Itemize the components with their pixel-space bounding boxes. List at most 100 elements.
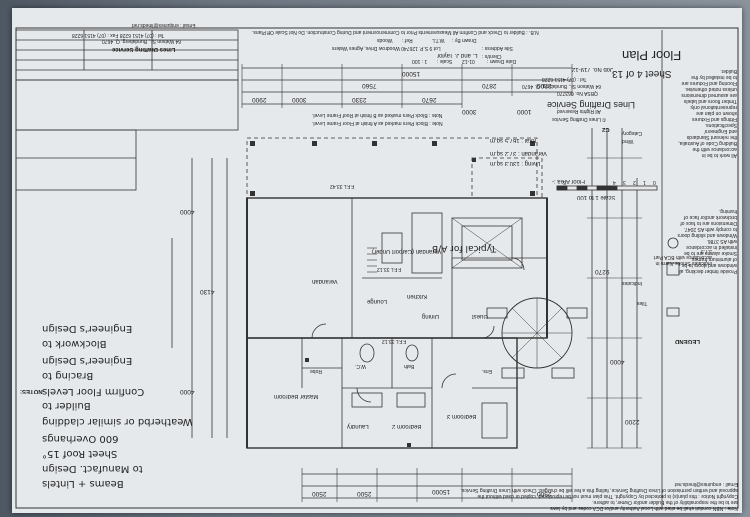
drawing-sheet: Note : NBN conduit shall be sited with L… xyxy=(12,8,742,513)
note-bracing: Bracing to xyxy=(42,370,94,381)
room-laundry: Laundry xyxy=(347,423,369,429)
room-verandah: Verandah xyxy=(312,278,338,284)
note-beams: Beams + Lintels xyxy=(42,478,124,489)
dim-top-c: 2500 xyxy=(537,490,552,497)
dim-misc: 1000 xyxy=(517,108,532,115)
dim-bottom-c: 2200 xyxy=(537,82,552,89)
note-typical: Typical for A/B xyxy=(432,243,497,253)
ref-label: Ref : xyxy=(402,37,413,43)
legend-heading: LEGEND xyxy=(675,338,701,344)
room-dining: Dining xyxy=(422,313,440,319)
drawn-label: Drawn By : xyxy=(452,37,477,43)
room-lounge: Lounge xyxy=(367,298,388,304)
strip-line: are to be the responsibility of the Buil… xyxy=(592,499,738,505)
dim-misc: 3000 xyxy=(462,108,477,115)
dim-left-c: 4000 xyxy=(180,388,195,395)
note-blockwork: Blockwork to xyxy=(42,338,107,349)
note-eng2: Engineer's Design xyxy=(42,323,133,334)
note-item: Timber floors and labels are assumed dim… xyxy=(681,86,737,104)
dim-misc: 2330 xyxy=(352,96,367,103)
wind-category: C2 xyxy=(602,126,610,132)
wind-label: Wind xyxy=(622,138,634,144)
floor-area-label: Floor Area :- xyxy=(552,178,586,184)
copyright: © Lines Drafting Service xyxy=(552,116,606,122)
dim-misc: 3000 xyxy=(292,96,307,103)
legend-tiles: Tiles xyxy=(637,300,648,306)
level-ffl-2: F.F.L 33.12 xyxy=(377,266,402,272)
note-item: All work to be in accordance with the Bu… xyxy=(678,122,737,158)
company-address: 64 Watson St., Bundaberg, Q. 4670 xyxy=(522,83,602,89)
legend-smoke-alarm: Indicates Smoke Alarm in accordance with… xyxy=(653,248,712,266)
area-verandah: Verandah : 37.2 sq.m xyxy=(490,150,548,156)
dim-top-a: 2500 xyxy=(312,490,327,497)
qbsa-number: QBSA No. 063770 xyxy=(557,90,598,96)
legend-indicates: Indicates xyxy=(622,280,643,286)
note-item: Fittings and Fixtures shown on plan are … xyxy=(689,104,737,122)
note-confirm: Confirm Floor Levels xyxy=(42,386,145,397)
note-builder: Builder to xyxy=(42,400,91,411)
drawn-by: W.T.L xyxy=(432,37,445,43)
note-item: Dimensions are to face of brickwork and/… xyxy=(680,208,737,226)
builder-note: N.B. : Builder to Check and Confirm All … xyxy=(252,29,539,35)
floor-plan-drawing xyxy=(15,27,739,509)
area-total: Total : 167.5 sq.m xyxy=(490,137,538,143)
email-footer: Email : enquiries@lineds.net xyxy=(132,22,196,28)
strip-line: approval and written permission of Lines… xyxy=(460,487,738,493)
scale-tick: 4 xyxy=(613,179,616,185)
dim-top-b: 2500 xyxy=(357,490,372,497)
scale-field: 1 : 100 xyxy=(412,58,428,64)
date-label: Date Drawn : xyxy=(487,58,517,64)
dim-bottom-total: 15000 xyxy=(402,70,421,77)
room-bath: Bath xyxy=(404,363,415,369)
dim-misc: 2670 xyxy=(422,96,437,103)
note-weather: Weatherbd or similar cladding xyxy=(42,416,193,427)
job-number: Job No. 719-12 xyxy=(572,66,614,72)
note-overhangs: 600 Overhangs xyxy=(42,433,119,444)
strip-line: Copyright Notice : this plan(s) is prote… xyxy=(477,493,738,499)
dim-right-a: 9270 xyxy=(595,268,610,275)
note-manufact: to Manufact. Design xyxy=(42,463,143,474)
scale-tick: 2 xyxy=(633,179,636,185)
dim-misc: 2900 xyxy=(252,96,267,103)
dim-left-a: 4000 xyxy=(180,208,195,215)
tel-footer: Tel : (07) 4151 6228 Fax : (07) 4151 622… xyxy=(72,32,165,38)
site-address: Lot 9 S.P. 126740 Woodrow Drive, Agnes W… xyxy=(332,45,441,51)
scale-tick: 5 xyxy=(563,179,566,185)
strip-line: Note : NBN conduit shall be sited with L… xyxy=(550,505,738,511)
site-label: Site Address : xyxy=(482,45,513,51)
room-bedroom-3: Bedroom 3 xyxy=(447,413,477,419)
note-roof: Sheet Roof 15° xyxy=(42,448,118,459)
dim-bottom-b: 2870 xyxy=(482,82,497,89)
note-eng1: Engineer's Design xyxy=(42,355,133,366)
area-living: Living : 130.3 sq.m xyxy=(490,160,541,166)
date-drawn: 01-12 xyxy=(462,58,475,64)
dim-right-c: 2200 xyxy=(625,418,640,425)
room-robe: Robe xyxy=(310,368,322,374)
wind-category-label: Category xyxy=(622,130,643,136)
company-name-footer: Lines Drafting Service xyxy=(112,46,176,52)
dim-left-b: 4130 xyxy=(200,288,215,295)
scale-tick: 0 xyxy=(653,179,656,185)
level-ffl-1: F.F.L 33.12 xyxy=(382,338,407,344)
room-ensuite: Ens. xyxy=(482,368,493,374)
rights: All Rights Reserved xyxy=(557,108,601,114)
room-carport: Verandah (Carport Under) xyxy=(372,248,442,254)
ref-value: Woods xyxy=(377,37,393,43)
scale-tick: 1 xyxy=(643,179,646,185)
scale-tick: 3 xyxy=(623,179,626,185)
note-item: Windows and sliding doors to comply with… xyxy=(677,226,737,238)
room-wc: W.C. xyxy=(355,363,366,369)
room-kitchen: Kitchen xyxy=(407,293,428,299)
dim-bottom-a: 7560 xyxy=(362,82,377,89)
scale-label: Scale 1 to 100 xyxy=(577,194,616,200)
address-footer: 64 Watson St., Bundaberg, Q. 4670 xyxy=(102,38,182,44)
note-item: Flooring and Fixtures are to be installe… xyxy=(681,68,737,86)
level-ffl-3: F.F.L 33.42 xyxy=(330,183,355,189)
dim-top-total: 15000 xyxy=(432,488,451,495)
copyright-strip: Note : NBN conduit shall be sited with L… xyxy=(18,481,738,511)
scale-field-label: Scale : xyxy=(437,58,453,64)
drawing-title: Floor Plan xyxy=(622,48,682,63)
notes-list: All work to be in accordance with the Bu… xyxy=(677,68,737,158)
sheet-number: Sheet 4 of 13 xyxy=(612,68,672,79)
